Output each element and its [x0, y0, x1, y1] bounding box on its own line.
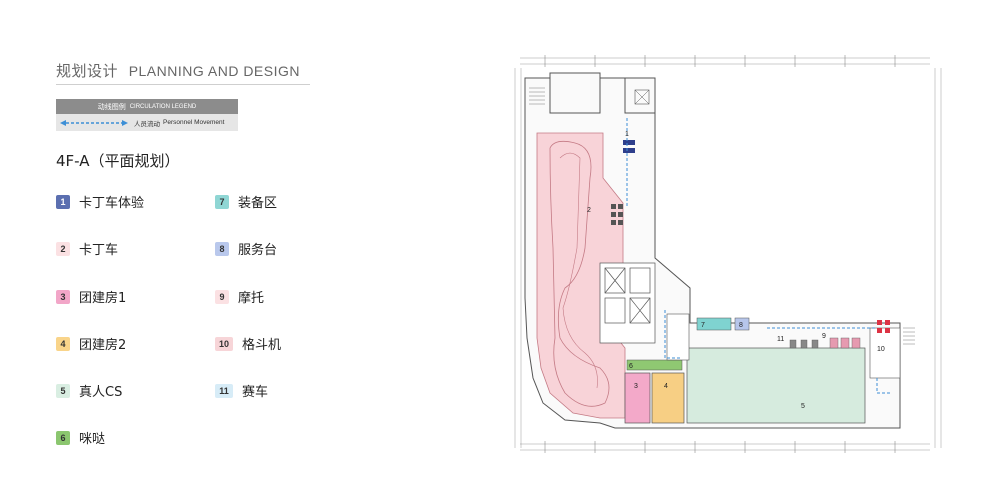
zone-8-service — [734, 317, 750, 331]
zone-3-room — [624, 372, 651, 424]
zone-badge: 11 — [215, 383, 233, 398]
zone-badge: 8 — [215, 241, 229, 256]
zone-badge: 2 — [56, 241, 70, 256]
stair-top — [529, 87, 545, 105]
zone-label: 装备区 — [238, 196, 278, 211]
legend-header: 动线图例 CIRCULATION LEGEND — [56, 99, 238, 114]
plan-label-8: 8 — [739, 322, 743, 329]
plan-label-11: 11 — [777, 336, 784, 343]
zone-5-cs-area — [686, 347, 866, 424]
zone-label: 服务台 — [238, 243, 278, 258]
zone-item-10: 10 格斗机 — [215, 334, 281, 353]
plan-label-1: 1 — [625, 131, 629, 138]
header-divider — [56, 84, 310, 85]
dimension-ticks — [544, 55, 896, 453]
zone-label: 赛车 — [242, 385, 269, 400]
legend-title-cn: 动线图例 — [97, 103, 126, 111]
zone-7-equipment — [696, 317, 732, 331]
zone-badge: 9 — [215, 289, 229, 304]
zone-badge: 5 — [56, 383, 70, 398]
zone-item-8: 8 服务台 — [215, 239, 277, 258]
page-header: 规划设计 PLANNING AND DESIGN — [56, 60, 310, 85]
zone-item-7: 7 装备区 — [215, 192, 277, 211]
zone-2-kart-track — [536, 132, 626, 419]
zone-label: 卡丁车体验 — [79, 196, 145, 211]
zone-item-5: 5 真人CS — [56, 381, 122, 400]
plan-label-4: 4 — [664, 383, 668, 390]
circulation-flow-lines — [626, 118, 890, 394]
core-block — [599, 262, 656, 344]
plan-label-5: 5 — [801, 403, 805, 410]
moto-machines — [829, 337, 861, 349]
zone-item-6: 6 咪哒 — [56, 428, 105, 447]
zone-badge: 3 — [56, 289, 70, 304]
zone-list: 1 卡丁车体验 2 卡丁车 3 团建房1 4 团建房2 5 真人CS 6 咪哒 … — [56, 192, 306, 452]
zone-item-4: 4 团建房2 — [56, 334, 126, 353]
plan-label-3: 3 — [634, 383, 638, 390]
zone-item-2: 2 卡丁车 — [56, 239, 118, 258]
legend-movement-en: Personnel Movement — [163, 119, 225, 126]
zone-4-room — [651, 372, 685, 424]
zone-badge: 1 — [56, 194, 70, 209]
zone-label: 团建房2 — [79, 338, 127, 353]
legend-movement-cn: 人员流动 — [134, 120, 160, 128]
plan-label-6: 6 — [629, 363, 633, 370]
plan-label-10: 10 — [877, 346, 885, 353]
racing-machines — [789, 339, 819, 349]
legend-title-en: CIRCULATION LEGEND — [129, 103, 197, 110]
floor-plan: 1 2 3 4 5 6 7 8 9 10 11 — [505, 48, 945, 468]
kart-experience-cars — [623, 140, 635, 153]
stair-right — [903, 327, 915, 345]
zone-badge: 4 — [56, 336, 70, 351]
zone-item-1: 1 卡丁车体验 — [56, 192, 144, 211]
legend-row-movement: 人员流动 Personnel Movement — [56, 114, 238, 131]
zone-item-11: 11 赛车 — [215, 381, 268, 400]
zone-item-3: 3 团建房1 — [56, 287, 126, 306]
page-title-en: PLANNING AND DESIGN — [128, 63, 301, 79]
plan-zone-labels: 1 2 3 4 5 6 7 8 9 10 11 — [587, 131, 885, 410]
circulation-legend: 动线图例 CIRCULATION LEGEND 人员流动 Personnel M… — [56, 99, 238, 131]
zone-badge: 6 — [56, 430, 70, 445]
zone-label: 咪哒 — [79, 432, 106, 447]
floor-plan-drawing: 1 2 3 4 5 6 7 8 9 10 11 — [514, 55, 942, 453]
zone-10-area — [869, 327, 901, 379]
zone-badge: 7 — [215, 194, 229, 209]
dimension-lines — [514, 57, 942, 451]
lift-box — [634, 89, 650, 105]
fighter-machines — [877, 320, 890, 333]
page-title: 规划设计 PLANNING AND DESIGN — [56, 60, 310, 81]
plan-label-2: 2 — [587, 207, 591, 214]
zone-6-mida — [626, 359, 683, 371]
zone-label: 卡丁车 — [79, 243, 119, 258]
zone-item-9: 9 摩托 — [215, 287, 264, 306]
plan-label-7: 7 — [701, 322, 705, 329]
red-room — [666, 313, 690, 361]
floor-title: 4F-A（平面规划） — [56, 152, 180, 170]
page-title-cn: 规划设计 — [56, 62, 119, 80]
zone-label: 格斗机 — [242, 338, 282, 353]
zone-label: 真人CS — [79, 385, 123, 400]
plan-label-9: 9 — [822, 333, 826, 340]
dashed-arrow-icon — [60, 119, 128, 126]
zone-badge: 10 — [215, 336, 233, 351]
zone-label: 摩托 — [238, 291, 265, 306]
zone-label: 团建房1 — [79, 291, 127, 306]
